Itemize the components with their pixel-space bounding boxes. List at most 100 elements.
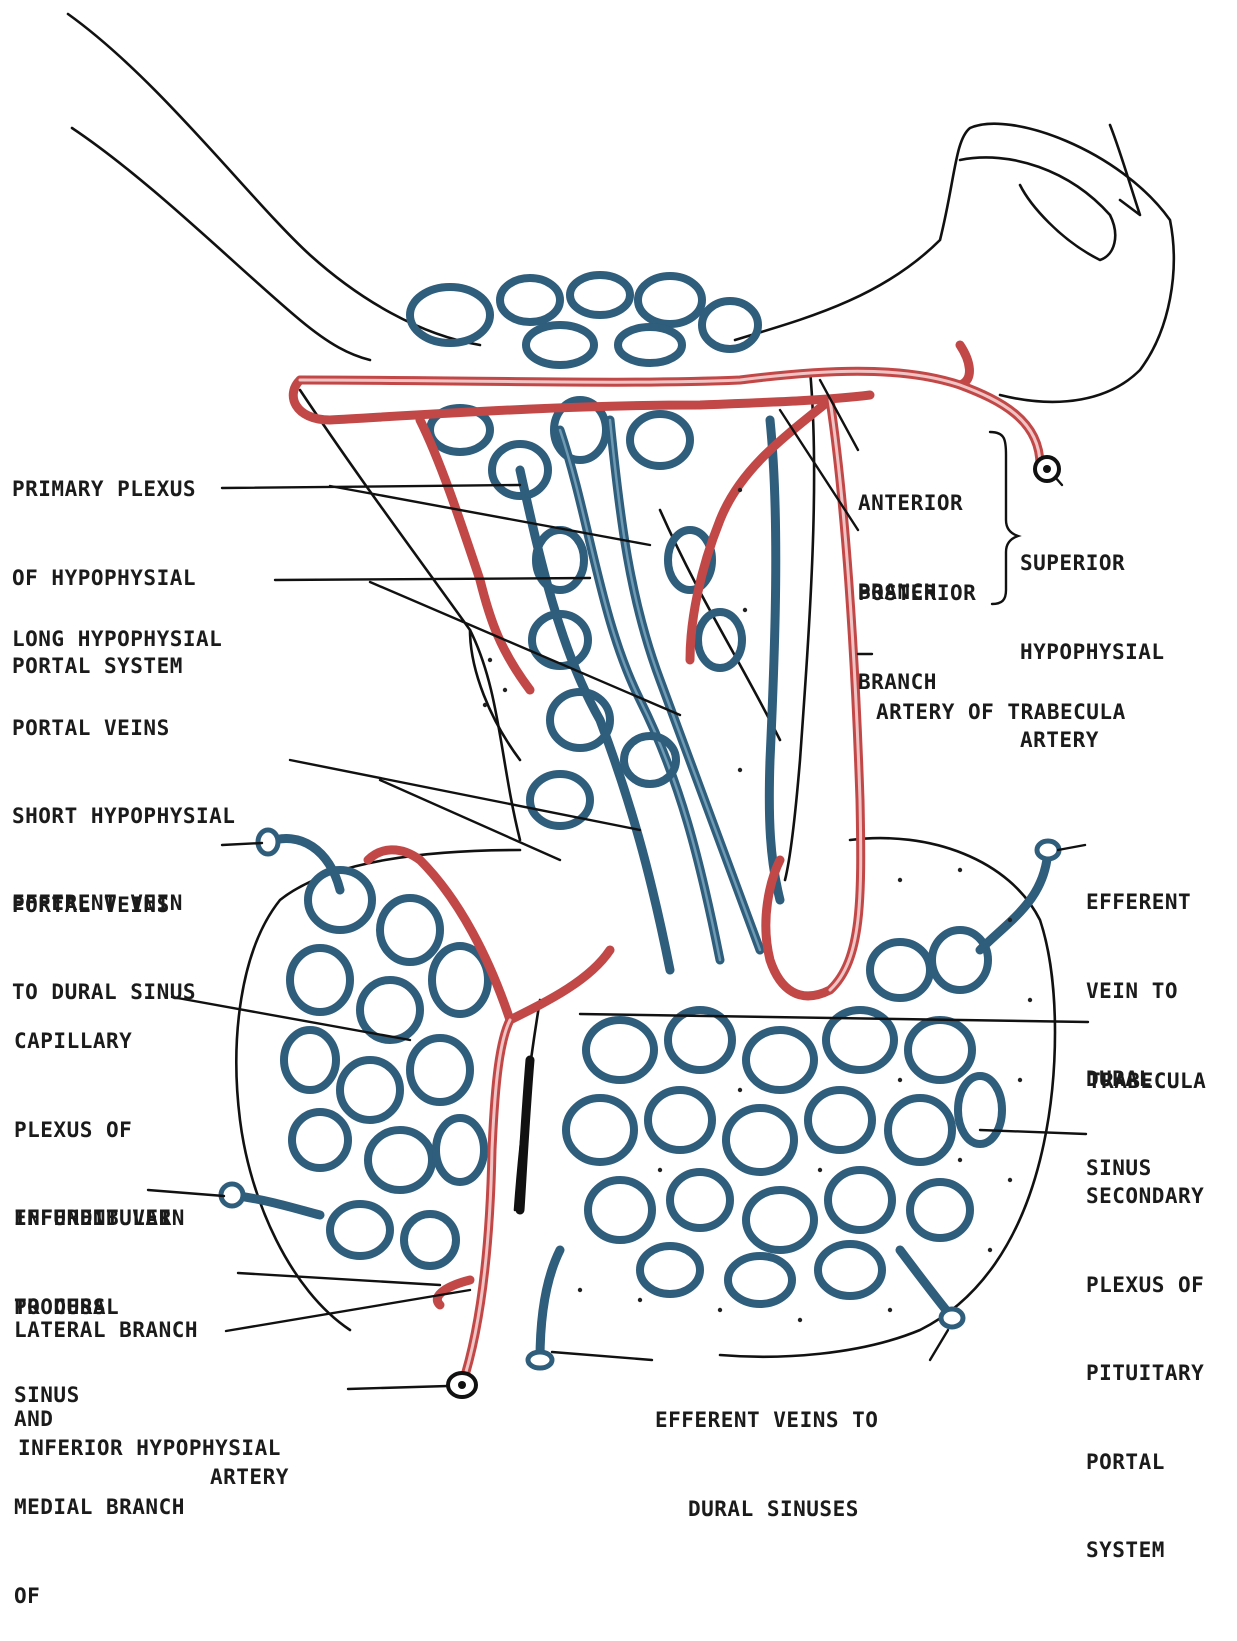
infundibular-capillary-loop xyxy=(292,1112,348,1168)
secondary-plexus-loop xyxy=(670,1172,730,1228)
leader-primary-plexus xyxy=(222,485,520,488)
efferent-vein-bottom-left xyxy=(540,1250,560,1360)
efferent-vein-right xyxy=(980,850,1048,950)
secondary-plexus-loop xyxy=(908,1020,972,1080)
label-line: ARTERY xyxy=(210,1463,289,1493)
label-inferior-artery-word: ARTERY xyxy=(210,1404,289,1522)
trabecula-rod xyxy=(520,1060,530,1210)
stipple-dot xyxy=(718,1308,722,1312)
infundibular-capillary-loop xyxy=(380,898,440,962)
secondary-plexus-loop xyxy=(958,1076,1002,1144)
secondary-plexus-loop xyxy=(808,1090,872,1150)
label-line: DURAL SINUSES xyxy=(655,1495,878,1525)
label-efferent-veins-bottom: EFFERENT VEINS TO DURAL SINUSES xyxy=(655,1347,878,1554)
chiasm-inner-outline xyxy=(960,157,1115,260)
label-line: SECONDARY xyxy=(1086,1182,1204,1212)
stipple-dot xyxy=(743,608,747,612)
stipple-dot xyxy=(578,1288,582,1292)
hypophysial-portal-diagram: PRIMARY PLEXUS OF HYPOPHYSIAL PORTAL SYS… xyxy=(0,0,1237,1435)
label-trabecula: TRABECULA xyxy=(1088,1008,1206,1126)
primary-plexus-loop xyxy=(702,301,758,349)
infundibular-stalk-right xyxy=(785,370,814,880)
stipple-dot xyxy=(958,868,962,872)
stipple-dot xyxy=(958,1158,962,1162)
infundibular-capillary-loop xyxy=(290,948,350,1012)
label-line: PRIMARY PLEXUS xyxy=(12,475,196,505)
primary-plexus-loop xyxy=(630,414,690,466)
secondary-plexus-loop xyxy=(828,1170,892,1230)
infundibular-capillary-loop xyxy=(404,1214,456,1266)
leader-efferent-vein-right xyxy=(1058,845,1085,850)
label-line: ANTERIOR xyxy=(858,489,963,519)
label-line: SHORT HYPOPHYSIAL xyxy=(12,802,235,832)
superior-artery-bracket xyxy=(990,432,1018,604)
stipple-dot xyxy=(503,688,507,692)
secondary-plexus-loop xyxy=(726,1108,794,1172)
infundibular-capillary-loop xyxy=(368,1130,432,1190)
secondary-plexus-loop xyxy=(818,1244,882,1296)
label-line: LONG HYPOPHYSIAL xyxy=(12,625,222,655)
label-line: PLEXUS OF xyxy=(14,1116,172,1146)
label-line: PLEXUS OF xyxy=(1086,1271,1204,1301)
stipple-dot xyxy=(1018,1078,1022,1082)
efferent-vein-opening xyxy=(1037,841,1059,859)
infundibular-capillary-loop xyxy=(340,1060,400,1120)
short-portal-loop xyxy=(698,612,742,668)
label-artery-of-trabecula: ARTERY OF TRABECULA xyxy=(876,639,1126,757)
stipple-dot xyxy=(483,703,487,707)
stipple-dot xyxy=(988,1248,992,1252)
ventricle-notch xyxy=(1110,125,1140,215)
leader-superior-artery xyxy=(1055,477,1062,485)
label-line: LATERAL BRANCH xyxy=(14,1316,198,1346)
stipple-dot xyxy=(898,1078,902,1082)
leader-medial-branch xyxy=(226,1290,470,1331)
anterior-branch xyxy=(420,420,530,690)
infundibular-capillary-loop xyxy=(410,1038,470,1102)
stipple-dot xyxy=(1008,1178,1012,1182)
superior-artery-lumen xyxy=(1043,465,1051,473)
primary-plexus-loop xyxy=(638,276,702,324)
stipple-dot xyxy=(738,768,742,772)
label-line: EFFERENT xyxy=(1086,888,1191,918)
secondary-plexus-loop xyxy=(566,1098,634,1162)
stipple-dot xyxy=(738,488,742,492)
chiasm-outline xyxy=(735,124,1174,402)
stipple-dot xyxy=(1028,998,1032,1002)
label-long-portal-veins: LONG HYPOPHYSIAL PORTAL VEINS xyxy=(12,566,222,773)
primary-plexus-loop xyxy=(570,275,630,315)
secondary-plexus-loop xyxy=(910,1182,970,1238)
inferior-artery-lumen xyxy=(458,1381,466,1389)
label-line: CAPILLARY xyxy=(14,1027,172,1057)
stipple-dot xyxy=(818,1168,822,1172)
label-line: PITUITARY xyxy=(1086,1359,1204,1389)
primary-plexus-loop xyxy=(410,287,490,343)
leader-capillary-plexus xyxy=(172,997,410,1040)
label-line: PORTAL VEINS xyxy=(12,714,222,744)
primary-plexus-loop xyxy=(526,325,594,365)
label-secondary-plexus: SECONDARY PLEXUS OF PITUITARY PORTAL SYS… xyxy=(1086,1123,1204,1595)
long-portal-vein xyxy=(769,420,780,900)
stipple-dot xyxy=(898,878,902,882)
secondary-plexus-loop xyxy=(668,1010,732,1070)
secondary-plexus-loop xyxy=(728,1256,792,1304)
leader-primary-plexus xyxy=(330,486,650,545)
primary-plexus-loop xyxy=(618,327,682,363)
leader-inferior-artery xyxy=(348,1386,448,1389)
inferior-artery-medial-branch xyxy=(510,950,610,1020)
label-line: EFFERENT VEIN xyxy=(14,1204,185,1234)
secondary-plexus-loop xyxy=(588,1180,652,1240)
label-line: PORTAL xyxy=(1086,1448,1204,1478)
secondary-plexus-loop xyxy=(746,1030,814,1090)
infundibular-capillary-loop xyxy=(360,980,420,1040)
efferent-vein-bottom-right xyxy=(900,1250,950,1315)
efferent-vein-opening xyxy=(941,1309,963,1327)
stipple-dot xyxy=(888,1308,892,1312)
secondary-plexus-loop xyxy=(746,1190,814,1250)
secondary-plexus-loop xyxy=(888,1098,952,1162)
label-line: VEIN TO xyxy=(1086,977,1191,1007)
label-line: EFFERENT VEINS TO xyxy=(655,1406,878,1436)
infundibular-capillary-loop xyxy=(330,1204,390,1256)
secondary-plexus-loop xyxy=(586,1020,654,1080)
stipple-dot xyxy=(638,1298,642,1302)
secondary-plexus-loop xyxy=(640,1246,700,1294)
